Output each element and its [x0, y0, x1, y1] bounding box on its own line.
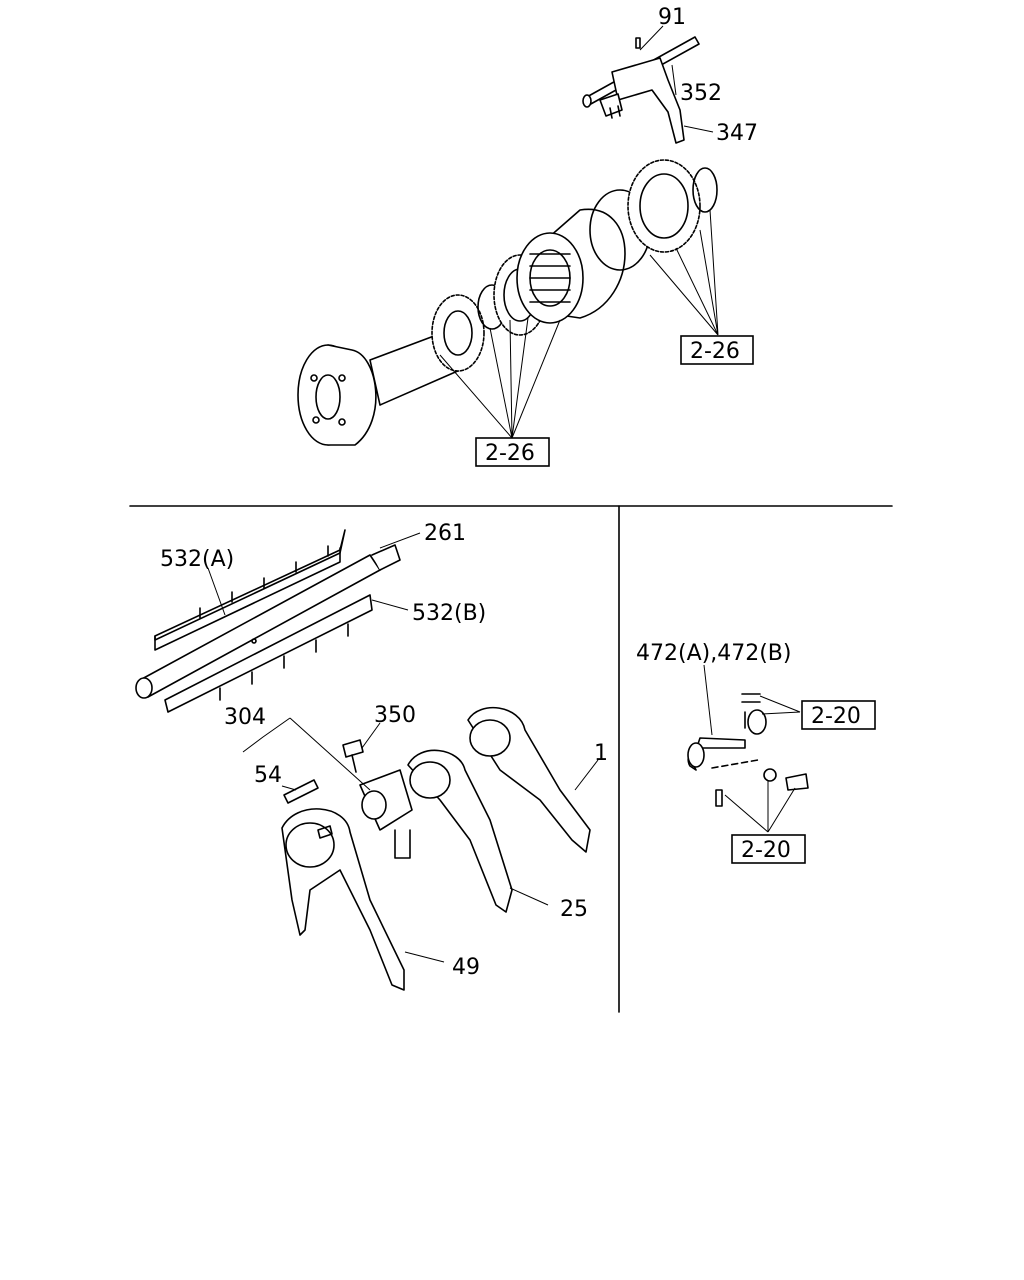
leader-lines-lower-right [703, 664, 801, 833]
ref-label-2-26-bottom: 2-26 [485, 441, 535, 466]
part-label-347: 347 [716, 121, 758, 146]
gear-shaft-assembly [297, 159, 718, 446]
bracket-assembly [687, 693, 809, 807]
part-label-350: 350 [374, 703, 416, 728]
part-label-1: 1 [594, 741, 608, 766]
shift-forks-lower [281, 706, 591, 991]
part-label-532a: 532(A) [160, 547, 234, 572]
leader-lines-lower-left [207, 532, 599, 963]
section-dividers [129, 505, 893, 1013]
leader-lines-gears [439, 209, 719, 439]
ref-box-2-26-right[interactable]: 2-26 [680, 335, 754, 365]
part-label-25: 25 [560, 897, 588, 922]
ref-label-2-20-upper: 2-20 [811, 704, 861, 729]
ref-box-2-20-lower[interactable]: 2-20 [731, 834, 806, 864]
ref-box-2-20-upper[interactable]: 2-20 [801, 700, 876, 730]
part-label-304: 304 [224, 705, 266, 730]
shift-rail-and-plates [135, 529, 401, 713]
part-label-49: 49 [452, 955, 480, 980]
part-label-472: 472(A),472(B) [636, 641, 791, 666]
part-label-532b: 532(B) [412, 601, 486, 626]
ref-label-2-20-lower: 2-20 [741, 838, 791, 863]
ref-label-2-26-right: 2-26 [690, 339, 740, 364]
part-label-352: 352 [680, 81, 722, 106]
ref-box-2-26-bottom[interactable]: 2-26 [475, 437, 550, 467]
part-label-54: 54 [254, 763, 282, 788]
leader-lines-upper [639, 25, 714, 133]
part-label-261: 261 [424, 521, 466, 546]
shift-rod-and-fork-upper [582, 36, 700, 144]
part-label-91: 91 [658, 5, 686, 30]
